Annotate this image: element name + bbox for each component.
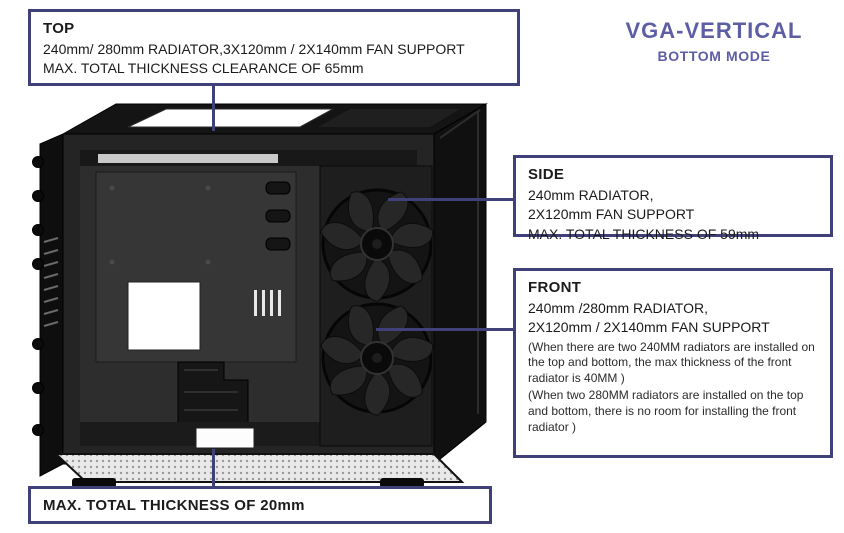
callout-top-heading: TOP [43,20,75,37]
callout-front-line-2: 2X120mm / 2X140mm FAN SUPPORT [528,319,770,336]
callout-front: FRONT 240mm /280mm RADIATOR, 2X120mm / 2… [513,268,833,458]
callout-front-note-1: (When there are two 240MM radiators are … [528,339,815,385]
callout-top-line-2: MAX. TOTAL THICKNESS CLEARANCE OF 65mm [43,60,364,77]
callout-front-line-1: 240mm /280mm RADIATOR, [528,300,708,316]
mode-subtitle: BOTTOM MODE [657,48,771,64]
case-rear-panel [32,133,64,477]
connector-bottom-line [212,449,215,486]
connector-top-line [212,86,215,131]
callout-side-line-2: 2X120mm FAN SUPPORT [528,206,695,223]
callout-side: SIDE 240mm RADIATOR, 2X120mm FAN SUPPORT… [513,155,833,242]
thumbscrews [32,156,44,436]
side-glass-panel [433,103,487,466]
connector-side-line [388,198,513,201]
top-radiator-cutout [127,108,334,128]
cable-grommets [265,181,291,251]
connector-front-line [376,328,513,331]
case-top-face [61,103,488,135]
mode-title-block: VGA-VERTICAL BOTTOM MODE [594,18,834,64]
bottom-dust-filter [53,453,465,483]
callout-front-note-2: (When two 280MM radiators are installed … [528,388,804,434]
callout-top-line-1: 240mm/ 280mm RADIATOR,3X120mm / 2X140mm … [43,41,465,57]
bottom-radiator-cutout [195,427,255,449]
callout-top: TOP 240mm/ 280mm RADIATOR,3X120mm / 2X14… [28,9,520,86]
callout-side-heading: SIDE [528,166,565,183]
front-fan-column [317,165,439,447]
callout-side-line-3: MAX. TOTAL THICKNESS OF 59mm [528,225,760,242]
tray-vent-slits [254,290,281,316]
callout-front-heading: FRONT [528,279,582,296]
callout-side-line-1: 240mm RADIATOR, [528,187,654,203]
mode-title: VGA-VERTICAL [625,18,803,43]
motherboard-tray [95,171,297,363]
callout-bottom: MAX. TOTAL THICKNESS OF 20mm [28,486,492,524]
standoffs [109,185,211,265]
pc-case-illustration [32,103,488,488]
callout-bottom-heading: MAX. TOTAL THICKNESS OF 20mm [43,496,305,514]
case-feet [72,478,424,488]
cpu-cutout [127,281,201,351]
